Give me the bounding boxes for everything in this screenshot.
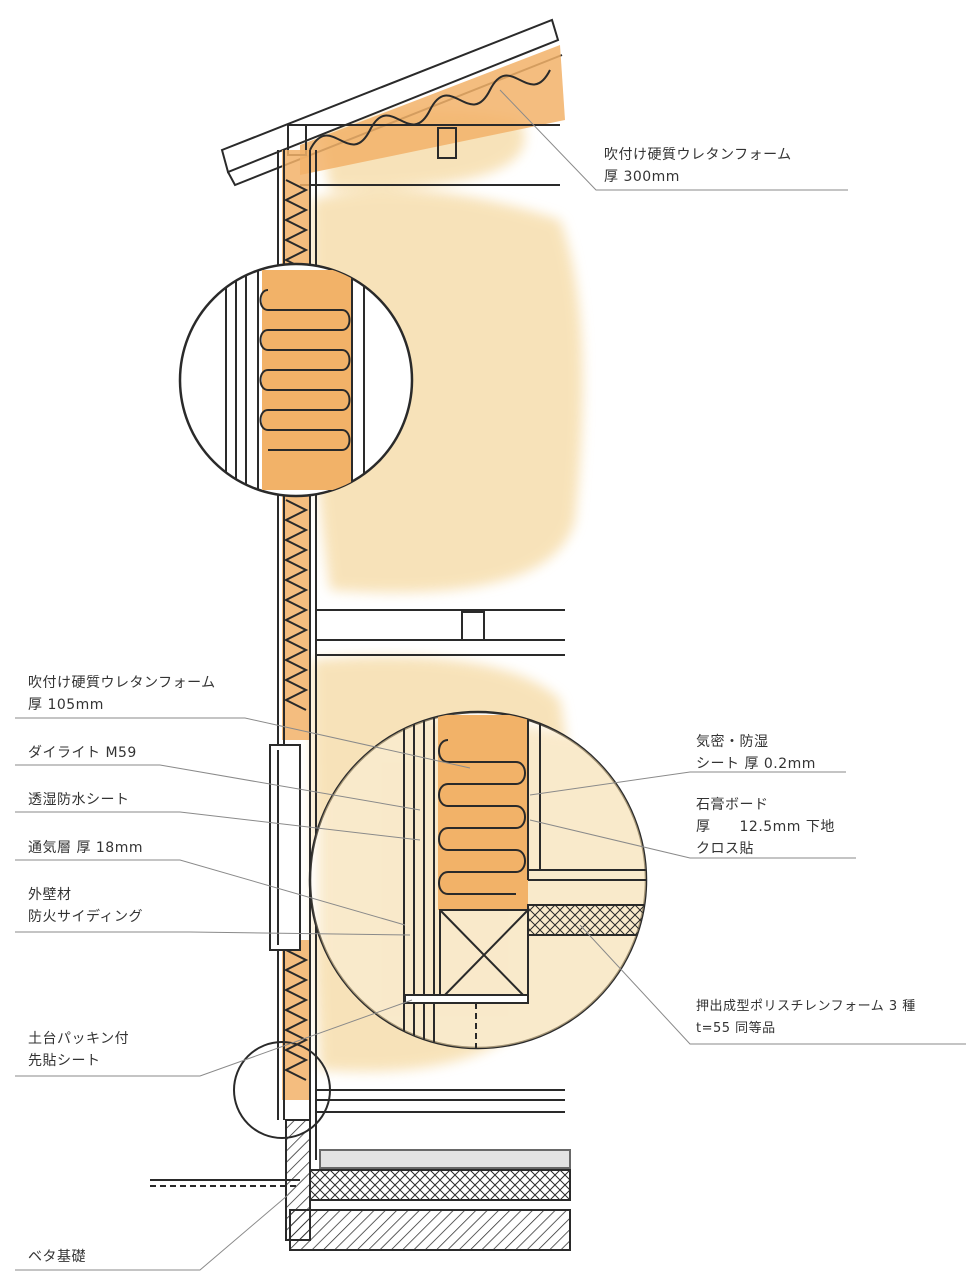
leader-lines (15, 89, 966, 1271)
detail-circle-floor-junction (308, 710, 648, 1050)
label-sill: 土台パッキン付 先貼シート (28, 1028, 129, 1072)
label-membrane: 透湿防水シート (28, 789, 130, 811)
label-foundation: ベタ基礎 (28, 1246, 86, 1268)
label-wall-foam-line2: 厚 105mm (28, 697, 104, 713)
label-xps-line2: t=55 同等品 (696, 1021, 776, 1036)
label-siding: 外壁材 防火サイディング (28, 884, 143, 928)
label-dailite: ダイライト M59 (28, 742, 137, 764)
label-wall-foam: 吹付け硬質ウレタンフォーム 厚 105mm (28, 672, 216, 716)
label-wall-foam-line1: 吹付け硬質ウレタンフォーム (28, 675, 216, 691)
label-sill-line2: 先貼シート (28, 1053, 101, 1069)
label-siding-line1: 外壁材 (28, 887, 72, 903)
label-foundation-line1: ベタ基礎 (28, 1249, 86, 1265)
label-gypsum-line3: クロス貼 (696, 841, 754, 857)
label-dailite-line1: ダイライト M59 (28, 745, 137, 761)
label-roof-foam: 吹付け硬質ウレタンフォーム 厚 300mm (604, 144, 792, 188)
label-gypsum: 石膏ボード 厚 12.5mm 下地 クロス貼 (696, 794, 835, 860)
label-vapor-line2: シート 厚 0.2mm (696, 756, 816, 772)
label-roof-foam-line1: 吹付け硬質ウレタンフォーム (604, 147, 792, 163)
roof-assembly (220, 18, 565, 187)
label-roof-foam-line2: 厚 300mm (604, 169, 680, 185)
label-xps: 押出成型ポリスチレンフォーム 3 種 t=55 同等品 (696, 996, 916, 1040)
detail-circle-wall (178, 262, 414, 498)
label-gypsum-line1: 石膏ボード (696, 797, 769, 813)
detail-circle-sill (233, 1041, 331, 1139)
label-siding-line2: 防火サイディング (28, 909, 144, 925)
foundation-slab (150, 1119, 571, 1251)
label-vapor: 気密・防湿 シート 厚 0.2mm (696, 731, 816, 775)
label-membrane-line1: 透湿防水シート (28, 792, 130, 808)
label-xps-line1: 押出成型ポリスチレンフォーム 3 種 (696, 999, 916, 1014)
roof-foam-coil (309, 69, 551, 151)
label-vapor-line1: 気密・防湿 (696, 734, 769, 750)
label-sill-line1: 土台パッキン付 (28, 1031, 130, 1047)
label-air-gap: 通気層 厚 18mm (28, 837, 143, 859)
label-air-gap-line1: 通気層 厚 18mm (28, 840, 143, 856)
label-gypsum-line2: 厚 12.5mm 下地 (696, 819, 835, 835)
